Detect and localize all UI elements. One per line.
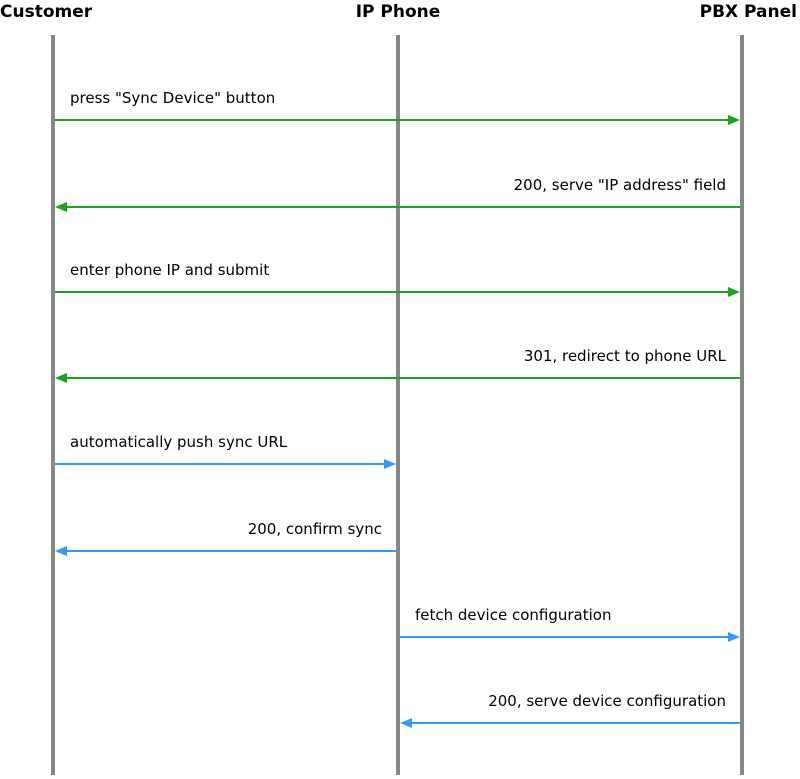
actor-label-pbx-panel: PBX Panel	[699, 2, 797, 22]
message-line	[408, 722, 740, 724]
lifeline-customer	[51, 35, 55, 775]
arrowhead-icon	[55, 202, 67, 212]
message-label: automatically push sync URL	[70, 433, 288, 451]
message-line	[55, 463, 388, 465]
message-label: 200, serve "IP address" field	[513, 176, 726, 194]
arrowhead-icon	[728, 632, 740, 642]
message-label: fetch device configuration	[415, 606, 612, 624]
arrowhead-icon	[728, 115, 740, 125]
message-label: 200, serve device configuration	[488, 692, 726, 710]
arrowhead-icon	[55, 373, 67, 383]
arrowhead-icon	[55, 546, 67, 556]
lifeline-ip-phone	[396, 35, 400, 775]
message-line	[63, 206, 740, 208]
message-label: press "Sync Device" button	[70, 89, 276, 107]
message-line	[400, 636, 732, 638]
message-line	[55, 119, 732, 121]
arrowhead-icon	[384, 459, 396, 469]
message-line	[55, 291, 732, 293]
actor-label-customer: Customer	[0, 2, 93, 22]
message-label: 301, redirect to phone URL	[523, 347, 726, 365]
message-line	[63, 550, 396, 552]
lifeline-pbx-panel	[740, 35, 744, 775]
arrowhead-icon	[728, 287, 740, 297]
message-line	[63, 377, 740, 379]
message-label: enter phone IP and submit	[70, 261, 270, 279]
actor-label-ip-phone: IP Phone	[355, 2, 441, 22]
arrowhead-icon	[400, 718, 412, 728]
message-label: 200, confirm sync	[247, 520, 382, 538]
